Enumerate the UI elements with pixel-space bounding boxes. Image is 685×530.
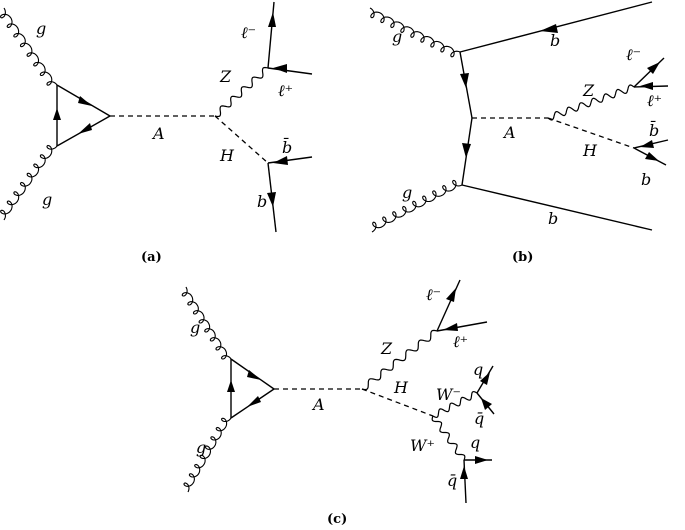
higgs-H-propagator-c [361, 388, 434, 417]
label-b-g-bottom: g [402, 183, 412, 202]
label-c-g-top: g [190, 318, 200, 337]
arrow-a-lepton-minus [268, 12, 276, 27]
lepton-minus-line-a [267, 1, 275, 69]
arrow-b-bbar-top [540, 24, 558, 33]
label-c-qbar-top: q̄ [474, 409, 484, 428]
label-c-Z: Z [380, 339, 393, 358]
arrow-c-lepton-plus [443, 323, 458, 331]
W-plus-boson-line-c [431, 415, 466, 461]
label-c-A: A [311, 395, 325, 414]
label-a-Z: Z [219, 67, 232, 86]
label-b-b: b [641, 170, 651, 189]
label-c-W-minus: W⁻ [436, 385, 461, 404]
diagram-a: g g A Z H ℓ⁻ ℓ⁺ b̄ b (a) [0, 1, 313, 265]
arrow-a-loop-left [53, 108, 61, 120]
diagram-c: g g A Z H ℓ⁻ ℓ⁺ W⁻ W⁺ q q̄ q q̄ (c) [181, 279, 495, 527]
arrow-c-qbar-top [481, 398, 492, 410]
caption-c: (c) [327, 512, 347, 527]
caption-b: (b) [512, 250, 533, 265]
label-a-H: H [219, 146, 235, 165]
arrow-c-loop-left [227, 380, 235, 392]
arrow-c-q-top [480, 372, 490, 385]
label-c-q-top: q [473, 360, 483, 379]
arrow-b-bbar [640, 140, 654, 148]
gluon-line-c-bottom [183, 417, 232, 493]
higgs-H-propagator-a [214, 115, 269, 164]
label-a-lepton-minus: ℓ⁻ [241, 23, 256, 42]
label-b-g-top: g [392, 27, 402, 46]
arrow-a-b [267, 192, 276, 207]
higgs-H-propagator-b [547, 117, 635, 149]
caption-a: (a) [141, 250, 162, 265]
arrow-b-lepton-plus [640, 82, 653, 90]
arrow-b-propagator-upper [460, 73, 469, 88]
label-a-g-top: g [36, 19, 46, 38]
arrow-c-lepton-minus [446, 288, 456, 302]
lepton-plus-line-a [267, 67, 313, 75]
label-c-lepton-minus: ℓ⁻ [426, 285, 441, 304]
diagram-b: g g b̄ b A Z H ℓ⁻ ℓ⁺ b̄ b (b) [369, 1, 669, 265]
Z-boson-line-b [547, 84, 635, 121]
b-outgoing-line-b [461, 184, 653, 231]
gluon-line-a-top [0, 7, 58, 86]
qbar-line-c-bottom [463, 459, 467, 504]
label-b-lepton-minus: ℓ⁻ [626, 45, 641, 64]
label-a-lepton-plus: ℓ⁺ [278, 81, 293, 100]
arrow-c-loop-lower [247, 396, 261, 407]
label-c-W-plus: W⁺ [410, 436, 435, 455]
W-minus-boson-line-c [432, 390, 478, 419]
arrow-b-propagator-lower [462, 143, 471, 158]
label-a-A: A [151, 124, 165, 143]
label-a-bbar: b̄ [282, 136, 292, 157]
label-a-b: b [257, 192, 267, 211]
Z-boson-line-a [214, 66, 269, 118]
label-c-g-bottom: g [196, 438, 206, 457]
label-c-q-bottom: q [470, 433, 480, 452]
arrow-c-loop-upper [247, 370, 261, 380]
arrow-a-loop-lower [78, 123, 92, 134]
arrow-c-q-bottom [475, 456, 488, 464]
label-b-bbar: b̄ [649, 119, 659, 140]
label-b-Z: Z [582, 81, 595, 100]
arrow-b-b [645, 152, 659, 161]
label-b-b-bottom: b [548, 209, 558, 228]
label-c-H: H [393, 378, 409, 397]
gluon-line-a-bottom [0, 144, 58, 221]
gluon-line-b-top [369, 7, 461, 58]
arrow-c-qbar-bottom [460, 466, 468, 479]
lepton-minus-line-c [436, 279, 461, 332]
arrow-b-lepton-minus [647, 62, 660, 74]
arrow-a-lepton-plus [273, 64, 287, 73]
arrow-a-loop-upper [78, 96, 92, 106]
label-a-g-bottom: g [42, 190, 52, 209]
label-c-qbar-bottom: q̄ [447, 471, 457, 490]
label-b-A: A [502, 123, 516, 142]
arrow-a-bbar [273, 156, 288, 165]
label-c-lepton-plus: ℓ⁺ [453, 332, 468, 351]
label-b-H: H [582, 141, 598, 160]
bbar-line-a [267, 156, 313, 164]
gluon-line-c-top [181, 286, 232, 360]
gluon-line-b-bottom [371, 179, 463, 233]
label-b-bbar-top: b̄ [550, 29, 560, 50]
label-b-lepton-plus: ℓ⁺ [647, 91, 662, 110]
Z-boson-line-c [361, 329, 438, 391]
